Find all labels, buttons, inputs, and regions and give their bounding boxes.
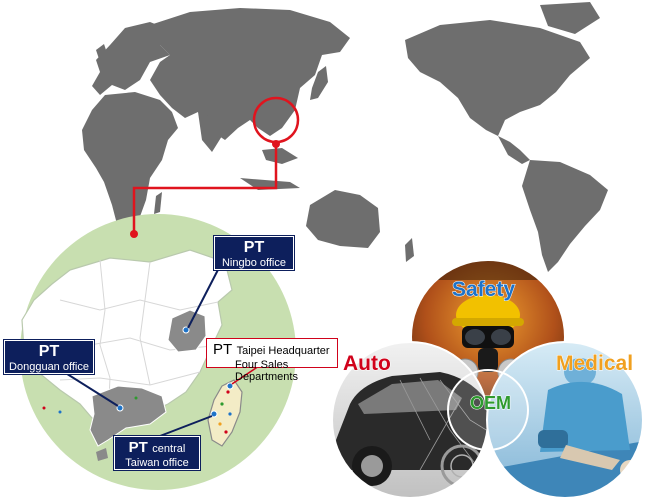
route-node-top <box>272 140 280 148</box>
region-central-america <box>498 136 530 164</box>
continents <box>82 2 608 272</box>
continent-north-america <box>405 20 590 136</box>
callout-taipei-headquarter: PT Taipei Headquarter Four Sales Departm… <box>206 338 338 383</box>
callout-dongguan-office: PT Dongguan office <box>4 340 94 374</box>
continent-asia <box>150 8 350 140</box>
region-india <box>198 112 222 152</box>
callout-name: Taipei Headquarter <box>236 345 330 357</box>
route-node-bottom <box>130 230 138 238</box>
island-japan <box>310 66 328 100</box>
callout-name: Ningbo office <box>221 256 286 269</box>
china-inset <box>20 214 296 490</box>
island-new-zealand <box>405 238 414 262</box>
segment-label-safety: Safety <box>451 278 516 302</box>
segment-label-medical: Medical <box>555 352 634 376</box>
callout-ningbo-office: PT Ningbo office <box>214 236 294 270</box>
island-greenland <box>540 2 600 34</box>
continent-south-america <box>522 160 608 272</box>
marker-dongguan <box>116 404 124 412</box>
callout-prefix: PT <box>243 239 265 256</box>
callout-lines <box>63 261 223 437</box>
callout-name: Dongguan office <box>9 360 89 373</box>
marker-ningbo <box>182 326 190 334</box>
continent-australia <box>306 190 380 248</box>
marker-taipei <box>226 382 234 390</box>
island-madagascar <box>154 192 162 214</box>
callout-prefix: PT <box>38 343 60 360</box>
segment-oem-overlap <box>447 369 529 451</box>
region-hainan <box>96 448 108 461</box>
segment-label-auto: Auto <box>343 352 392 376</box>
callout-line2: Taiwan office <box>125 456 189 469</box>
segment-auto-circle <box>332 342 488 498</box>
segment-label-oem: OEM <box>469 393 512 414</box>
callout-central-taiwan-office: PT central Taiwan office <box>114 436 200 470</box>
callout-prefix: PT <box>213 341 233 358</box>
island-se-asia <box>262 148 298 164</box>
island-uk <box>96 44 108 62</box>
marker-central <box>210 410 218 418</box>
callout-name: central <box>152 443 186 455</box>
continent-africa <box>82 92 178 234</box>
callout-line2: Four Sales Departments <box>235 358 298 383</box>
route-line <box>132 144 278 234</box>
callout-prefix: PT <box>128 439 148 456</box>
region-taiwan <box>207 379 243 447</box>
continent-europe <box>92 22 170 95</box>
taiwan-dots <box>218 390 232 434</box>
